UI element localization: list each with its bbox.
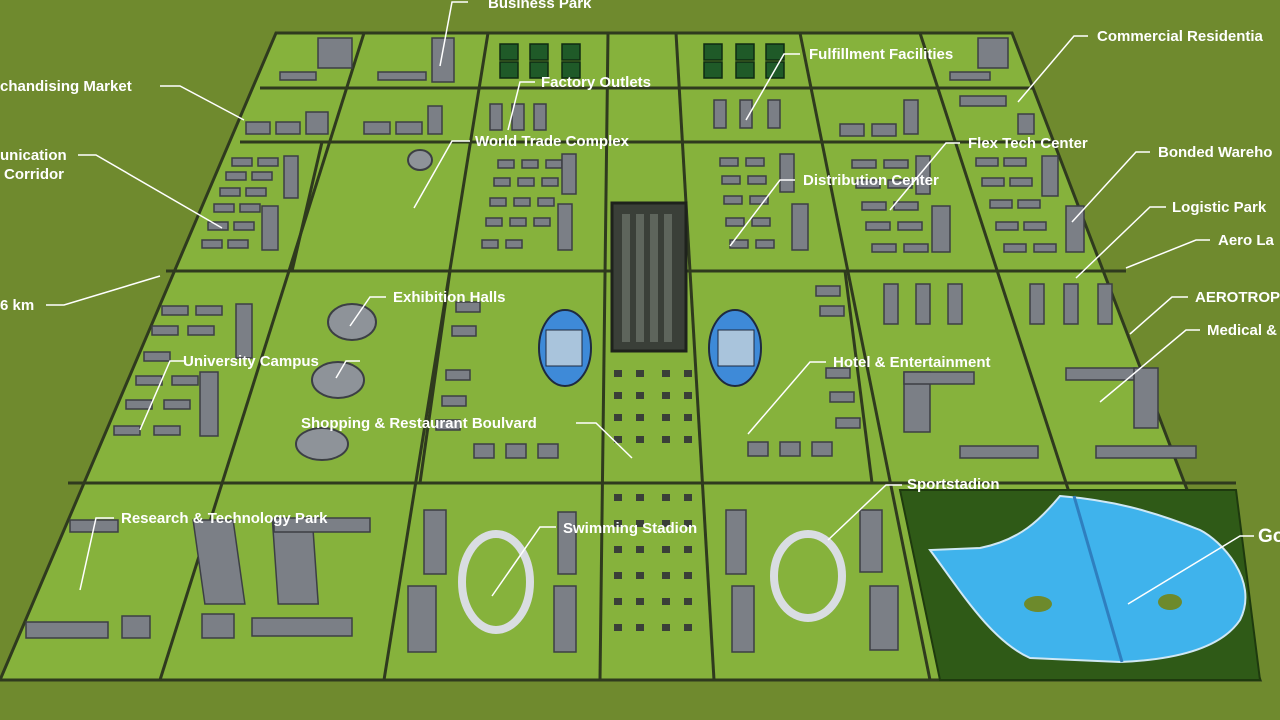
exhibition-hall-domes — [295, 149, 433, 461]
boulevard-plots — [614, 370, 692, 631]
label-sportstadion: Sportstadion — [907, 476, 1000, 493]
label-logistic-park: Logistic Park — [1172, 199, 1267, 216]
stadium-tracks — [458, 530, 846, 634]
label-communication-corridor-1: unication — [0, 147, 67, 164]
label-world-trade-complex: World Trade Complex — [475, 133, 630, 150]
label-research-technology-park: Research & Technology Park — [121, 510, 328, 527]
label-swimming-stadion: Swimming Stadion — [563, 520, 697, 537]
label-aerotropolis: AEROTROP — [1195, 289, 1280, 306]
label-leaders — [46, 1, 1254, 605]
label-fulfillment-facilities: Fulfillment Facilities — [809, 46, 953, 63]
label-business-park: Business Park — [488, 0, 592, 12]
label-factory-outlets: Factory Outlets — [541, 74, 651, 91]
label-merchandising-market: chandising Market — [0, 78, 132, 95]
golf-course — [898, 489, 1262, 681]
label-aero-lane: Aero La — [1218, 232, 1275, 249]
label-shopping-boulevard: Shopping & Restaurant Boulvard — [301, 415, 537, 432]
buildings — [25, 37, 1197, 653]
district-labels: Business Park Commercial Residentia chan… — [0, 0, 1280, 547]
central-terminal — [610, 201, 688, 353]
label-hotel-entertainment: Hotel & Entertainment — [833, 354, 991, 371]
label-university-campus: University Campus — [183, 353, 319, 370]
label-communication-corridor-2: Corridor — [4, 166, 64, 183]
label-medical: Medical & — [1207, 322, 1277, 339]
label-commercial-residential: Commercial Residentia — [1097, 28, 1264, 45]
exhibition-domes — [538, 309, 762, 387]
label-golf: Go — [1258, 526, 1280, 547]
label-distance: 6 km — [0, 297, 34, 314]
label-bonded-warehouse: Bonded Wareho — [1158, 144, 1272, 161]
roads-vertical — [158, 32, 1132, 681]
label-distribution-center: Distribution Center — [803, 172, 939, 189]
roads-horizontal — [68, 86, 1236, 485]
label-exhibition-halls: Exhibition Halls — [393, 289, 506, 306]
label-flex-tech-center: Flex Tech Center — [968, 135, 1088, 152]
